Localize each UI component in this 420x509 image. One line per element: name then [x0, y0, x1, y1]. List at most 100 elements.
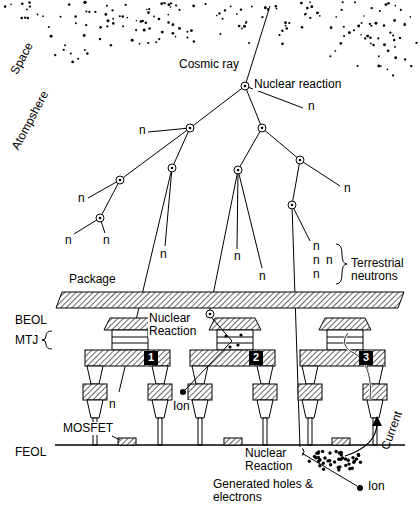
space-dot	[84, 49, 86, 51]
space-dot	[70, 52, 72, 54]
reaction-points	[96, 82, 304, 456]
space-dot	[394, 56, 397, 59]
space-dot	[164, 2, 166, 4]
space-dot	[75, 22, 77, 24]
callout-number: 3	[359, 351, 373, 365]
space-dot	[106, 5, 108, 7]
space-dot	[393, 39, 396, 42]
space-dot	[366, 35, 369, 38]
space-dot	[281, 42, 284, 45]
neutron-tracks	[42, 6, 347, 448]
space-dot	[50, 35, 53, 38]
space-dot	[77, 58, 79, 60]
space-dot	[339, 42, 342, 45]
space-dot	[161, 31, 164, 34]
charge-dot	[359, 461, 362, 464]
space-dot	[186, 31, 188, 33]
space-dot	[99, 38, 101, 40]
space-dot	[288, 22, 290, 24]
current-path	[345, 333, 382, 456]
particle-label: n	[312, 268, 321, 281]
charge-dot	[340, 451, 343, 454]
space-dot	[370, 25, 372, 27]
space-dot	[363, 15, 365, 17]
text-label: Package	[68, 273, 117, 286]
space-dot	[147, 11, 150, 14]
space-dot	[409, 16, 411, 18]
space-dot	[410, 65, 412, 67]
space-dot	[155, 41, 157, 43]
space-dot	[224, 9, 226, 11]
space-dot	[111, 9, 113, 11]
space-dot	[37, 14, 39, 16]
text-label: Ion	[367, 480, 386, 493]
space-dot	[27, 17, 29, 19]
space-dot	[135, 29, 137, 31]
space-dot	[139, 43, 141, 45]
space-dot	[329, 55, 331, 57]
space-dot	[310, 5, 313, 8]
space-dot	[240, 8, 242, 10]
reaction-centres	[99, 85, 302, 454]
space-dot	[389, 32, 391, 34]
space-dot	[404, 58, 406, 60]
particle-label: n	[159, 248, 168, 261]
space-dot	[106, 25, 108, 27]
space-dot	[361, 22, 363, 24]
charge-dot	[322, 462, 325, 465]
space-dot	[377, 65, 380, 68]
feol	[55, 436, 405, 445]
space-dot	[248, 42, 250, 44]
space-dot	[261, 16, 263, 18]
space-dot	[83, 34, 86, 37]
space-dot	[304, 14, 306, 16]
space-dot	[230, 5, 232, 7]
space-dot	[125, 4, 127, 6]
particle-label: n	[64, 234, 73, 247]
space-dot	[369, 23, 371, 25]
charge-dot	[315, 452, 318, 455]
text-label: Generated holes & electrons	[212, 478, 330, 504]
space-dot	[219, 33, 221, 35]
space-dot	[354, 1, 356, 3]
space-dot	[86, 52, 88, 54]
space-dot	[167, 21, 170, 24]
space-dot	[175, 36, 177, 38]
particle-label: n	[102, 234, 111, 247]
space-dot	[399, 37, 401, 39]
charge-dot	[341, 456, 344, 459]
space-dot	[122, 25, 124, 27]
text-label: Nuclear Reaction	[148, 312, 204, 338]
space-dot	[131, 39, 134, 42]
space-dot	[153, 16, 155, 18]
charge-dot	[322, 468, 325, 471]
space-dots	[4, 1, 418, 77]
ion-tracks	[180, 318, 363, 491]
space-dot	[29, 5, 31, 7]
space-dot	[275, 5, 277, 7]
space-dot	[21, 3, 24, 6]
space-dot	[392, 34, 394, 36]
space-dot	[386, 68, 388, 70]
space-dot	[285, 25, 287, 27]
space-dot	[241, 27, 243, 29]
space-dot	[341, 9, 343, 11]
space-dot	[276, 8, 278, 10]
space-dot	[71, 60, 74, 63]
space-dot	[370, 42, 372, 44]
charge-dot	[313, 455, 316, 458]
space-dot	[372, 44, 374, 46]
space-dot	[278, 34, 280, 36]
charge-dot	[308, 460, 311, 463]
space-dot	[385, 3, 388, 6]
text-label: Ion	[172, 400, 191, 413]
particle-label: n	[312, 254, 321, 267]
space-dot	[42, 15, 44, 17]
particle-label: n	[325, 254, 334, 267]
space-dot	[168, 3, 171, 6]
space-dot	[158, 38, 160, 40]
particle-label: n	[312, 240, 321, 253]
space-dot	[383, 24, 386, 27]
space-dot	[343, 35, 345, 37]
space-dot	[28, 1, 31, 4]
